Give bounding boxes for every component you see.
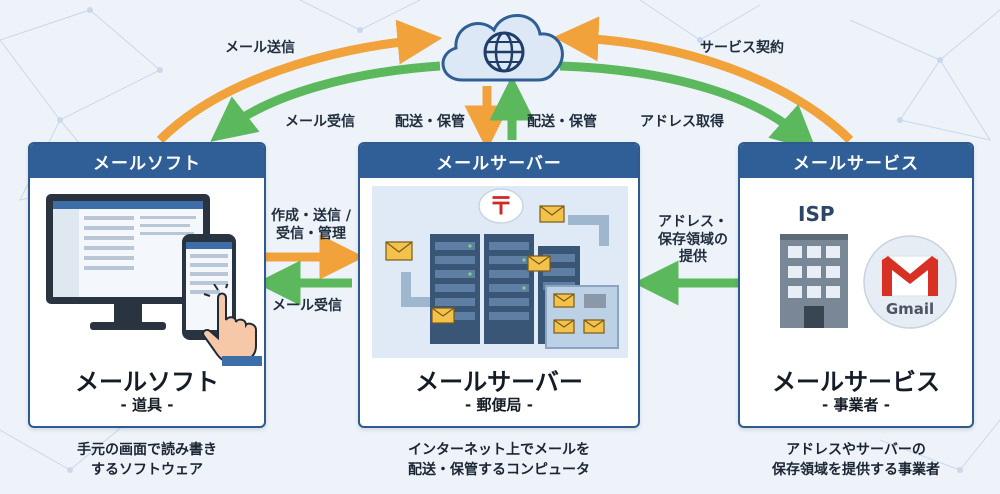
panel-mail-software: メールソフト メールソフト - 道具 - <box>28 142 266 428</box>
panel-header-mail-server: メールサーバー <box>360 144 638 178</box>
label-provide-line3: 提供 <box>679 249 707 265</box>
postal-mark: 〒 <box>489 192 513 220</box>
gmail-icon: Gmail <box>863 235 957 329</box>
isp-label: ISP <box>798 202 835 226</box>
building-icon <box>780 234 848 328</box>
description-mail-software-line2: するソフトウェア <box>91 462 203 479</box>
label-provide: アドレス・ 保存領域の 提供 <box>648 214 738 267</box>
panel-title-mail-service: メールサービス <box>772 368 940 396</box>
gmail-label: Gmail <box>886 300 934 318</box>
arrow-receive-mail-top <box>210 61 441 142</box>
envelope-icon <box>385 205 605 334</box>
description-mail-service-line1: アドレスやサーバーの <box>786 442 926 458</box>
label-provide-line1: アドレス・ <box>658 214 728 230</box>
arrow-address-acquire <box>559 61 817 152</box>
description-mail-service: アドレスやサーバーの 保存領域を提供する事業者 <box>738 440 974 481</box>
panel-mail-service: メールサービス ISP Gmail メールサービス - 事業者 - <box>738 142 974 428</box>
label-address-acquire: アドレス取得 <box>640 114 724 130</box>
description-mail-software-line1: 手元の画面で読み書き <box>77 442 217 458</box>
description-mail-software: 手元の画面で読み書き するソフトウェア <box>28 440 266 481</box>
label-delivery-storage-left: 配送・保管 <box>395 114 465 130</box>
label-receive-mail-top: メール受信 <box>285 114 355 130</box>
panel-subtitle-mail-server: - 郵便局 - <box>465 396 533 414</box>
label-send-mail: メール送信 <box>225 40 295 56</box>
monitor-icon <box>46 194 210 330</box>
label-provide-line2: 保存領域の <box>658 231 728 248</box>
description-mail-server: インターネット上でメールを 配送・保管するコンピュータ <box>358 440 640 481</box>
description-mail-service-line2: 保存領域を提供する事業者 <box>772 462 940 479</box>
hand-icon <box>202 284 262 366</box>
label-create-send-line2: 受信・管理 <box>276 225 346 242</box>
panel-header-mail-service: メールサービス <box>740 144 972 178</box>
label-receive-mail-mid: メール受信 <box>272 298 342 314</box>
arrow-send-mail <box>156 19 443 144</box>
label-delivery-storage-right: 配送・保管 <box>527 114 597 130</box>
postal-mark-badge: 〒 <box>478 188 524 224</box>
panel-title-mail-server: メールサーバー <box>415 368 583 396</box>
label-service-contract: サービス契約 <box>700 40 784 56</box>
label-create-send: 作成・送信 / 受信・管理 <box>268 208 354 243</box>
label-create-send-line1: 作成・送信 / <box>271 208 351 224</box>
cloud-globe-icon <box>441 14 564 82</box>
arrow-service-contract <box>553 16 854 144</box>
panel-header-mail-software: メールソフト <box>30 144 264 178</box>
panel-title-mail-software: メールソフト <box>75 368 219 396</box>
panel-subtitle-mail-service: - 事業者 - <box>822 396 890 414</box>
panel-mail-server: メールサーバー <box>358 142 640 428</box>
description-mail-server-line2: 配送・保管するコンピュータ <box>408 462 590 479</box>
description-mail-server-line1: インターネット上でメールを <box>408 442 590 458</box>
panel-subtitle-mail-software: - 道具 - <box>120 396 174 414</box>
